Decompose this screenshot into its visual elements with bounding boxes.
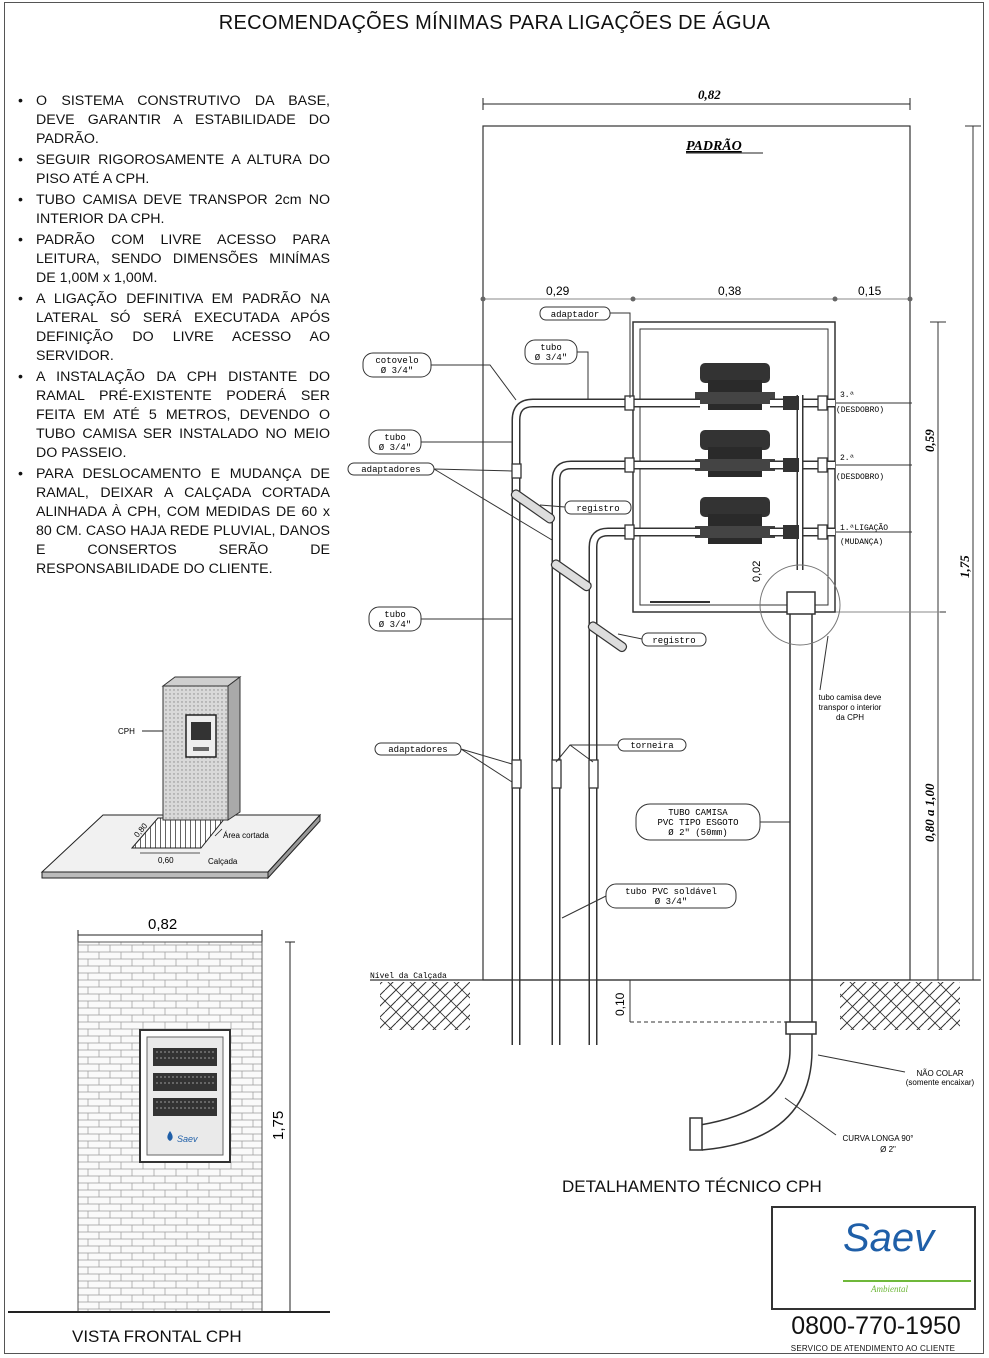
svg-text:(DESDOBRO): (DESDOBRO): [836, 406, 884, 415]
svg-text:Ø 3/4": Ø 3/4": [379, 620, 411, 630]
svg-text:Ø 3/4": Ø 3/4": [381, 366, 413, 376]
calcada-label: Calçada: [208, 857, 238, 866]
callout-registro-2: registro: [617, 632, 707, 647]
svg-text:2.ª: 2.ª: [840, 454, 854, 463]
label-ligacao-3: 3.ª (DESDOBRO): [836, 391, 912, 415]
dim-010: 0,10: [613, 992, 627, 1016]
callout-tubo-b: tubo Ø 3/4": [368, 429, 512, 455]
callout-adaptador: adaptador: [539, 306, 631, 398]
callout-cotovelo: cotovelo Ø 3/4": [362, 352, 517, 401]
front-height-dim: 1,75: [270, 1111, 287, 1140]
note-nao-colar: NÃO COLAR (somente encaixar): [817, 1054, 975, 1087]
register-valve: [550, 559, 592, 592]
saev-logo: Saev Ambiental: [771, 1206, 976, 1310]
note-item: O SISTEMA CONSTRUTIVO DA BASE, DEVE GARA…: [18, 92, 330, 149]
svg-text:(DESDOBRO): (DESDOBRO): [836, 473, 884, 482]
svg-text:NÃO COLAR: NÃO COLAR: [916, 1069, 963, 1078]
note-item: SEGUIR RIGOROSAMENTE A ALTURA DO PISO AT…: [18, 151, 330, 189]
callout-registro-1: registro: [539, 500, 632, 515]
svg-text:adaptadores: adaptadores: [361, 465, 420, 475]
svg-text:tubo camisa deve: tubo camisa deve: [819, 693, 882, 702]
note-item: A LIGAÇÃO DEFINITIVA EM PADRÃO NA LATERA…: [18, 290, 330, 366]
callout-torneira: torneira: [555, 738, 687, 763]
cph-cabinet-3d: [161, 676, 242, 821]
front-width-dim: 0,82: [148, 916, 177, 933]
page-title: RECOMENDAÇÕES MÍNIMAS PARA LIGAÇÕES DE Á…: [218, 12, 771, 34]
dim-059: 0,59: [922, 429, 937, 452]
logo-underline: [843, 1280, 971, 1282]
svg-text:tubo: tubo: [384, 610, 406, 620]
note-tubo-camisa: tubo camisa deve transpor o interior da …: [819, 635, 882, 722]
svg-text:(MUDANÇA): (MUDANÇA): [840, 538, 883, 547]
svg-text:cotovelo: cotovelo: [375, 356, 418, 366]
tech-detail-caption: DETALHAMENTO TÉCNICO CPH: [562, 1177, 822, 1196]
dim-060: 0,60: [158, 856, 174, 865]
svg-text:torneira: torneira: [630, 741, 674, 751]
register-valve: [587, 621, 628, 653]
padrao-label: PADRÃO: [686, 136, 742, 154]
svg-text:adaptadores: adaptadores: [388, 745, 447, 755]
service-label: SERVICO DE ATENDIMENTO AO CLIENTE: [790, 1344, 956, 1353]
callout-adaptadores-bottom: adaptadores: [374, 742, 513, 783]
dim-080-100: 0,80 a 1,00: [922, 783, 937, 842]
recommendations-list: O SISTEMA CONSTRUTIVO DA BASE, DEVE GARA…: [18, 92, 330, 581]
note-item: A INSTALAÇÃO DA CPH DISTANTE DO RAMAL PR…: [18, 368, 330, 463]
technical-detail: 0,82 PADRÃO 0,29 0,38 0,15 0,59 1,75 0,8…: [347, 87, 981, 1154]
front-view: 0,82 Saev 1,75: [8, 916, 330, 1313]
callout-tubo-camisa: TUBO CAMISA PVC TIPO ESGOTO Ø 2" (50mm): [635, 803, 790, 841]
svg-text:Ø 3/4": Ø 3/4": [535, 353, 567, 363]
svg-text:tubo: tubo: [540, 343, 562, 353]
svg-text:tubo PVC soldável: tubo PVC soldável: [625, 887, 717, 897]
register-valve: [510, 489, 556, 524]
dim-002: 0,02: [751, 561, 763, 582]
water-meter: [695, 363, 775, 410]
dim-015: 0,15: [858, 284, 882, 298]
svg-text:tubo: tubo: [384, 433, 406, 443]
svg-text:Ø 2": Ø 2": [880, 1145, 896, 1154]
svg-text:registro: registro: [576, 504, 619, 514]
svg-text:PVC TIPO ESGOTO: PVC TIPO ESGOTO: [657, 818, 738, 828]
callout-adaptadores-top: adaptadores: [347, 462, 553, 541]
dim-175: 1,75: [957, 555, 972, 578]
callout-tubo-c: tubo Ø 3/4": [368, 606, 512, 632]
dim-029: 0,29: [546, 284, 570, 298]
note-item: PARA DESLOCAMENTO E MUDANÇA DE RAMAL, DE…: [18, 465, 330, 579]
front-logo-text: Saev: [177, 1134, 198, 1144]
callout-tubo-pvc: tubo PVC soldável Ø 3/4": [561, 883, 737, 919]
note-curva-longa: CURVA LONGA 90° Ø 2": [784, 1097, 914, 1154]
saev-sub-text: Ambiental: [871, 1284, 908, 1294]
svg-text:3.ª: 3.ª: [840, 391, 854, 400]
nivel-label: Nível da Calçada: [370, 972, 447, 981]
cph-label: CPH: [118, 727, 135, 736]
saev-brand-text: Saev: [843, 1216, 935, 1260]
svg-text:1.ªLIGAÇÃO: 1.ªLIGAÇÃO: [840, 524, 888, 533]
note-item: PADRÃO COM LIVRE ACESSO PARA LEITURA, SE…: [18, 231, 330, 288]
dim-038: 0,38: [718, 284, 742, 298]
front-view-caption: VISTA FRONTAL CPH: [72, 1327, 242, 1346]
note-item: TUBO CAMISA DEVE TRANSPOR 2cm NO INTERIO…: [18, 191, 330, 229]
callout-tubo-a: tubo Ø 3/4": [524, 339, 589, 400]
svg-text:registro: registro: [652, 636, 695, 646]
dim-total-width: 0,82: [698, 87, 721, 102]
water-meter: [695, 497, 775, 544]
svg-text:transpor o interior: transpor o interior: [819, 703, 882, 712]
svg-text:TUBO CAMISA: TUBO CAMISA: [668, 808, 728, 818]
svg-text:Ø 2" (50mm): Ø 2" (50mm): [668, 828, 727, 838]
svg-text:Ø 3/4": Ø 3/4": [655, 897, 687, 907]
area-label: Área cortada: [223, 831, 269, 840]
page-frame: [4, 2, 984, 1354]
label-ligacao-2: 2.ª (DESDOBRO): [836, 454, 912, 482]
svg-text:Ø 3/4": Ø 3/4": [379, 443, 411, 453]
svg-text:(somente encaixar): (somente encaixar): [906, 1078, 975, 1087]
label-ligacao-1: 1.ªLIGAÇÃO (MUDANÇA): [836, 524, 912, 547]
phone-number: 0800-770-1950: [791, 1312, 961, 1340]
svg-text:da CPH: da CPH: [836, 713, 864, 722]
svg-text:adaptador: adaptador: [551, 310, 600, 320]
water-meter: [695, 430, 775, 477]
svg-text:CURVA LONGA 90°: CURVA LONGA 90°: [843, 1134, 914, 1143]
